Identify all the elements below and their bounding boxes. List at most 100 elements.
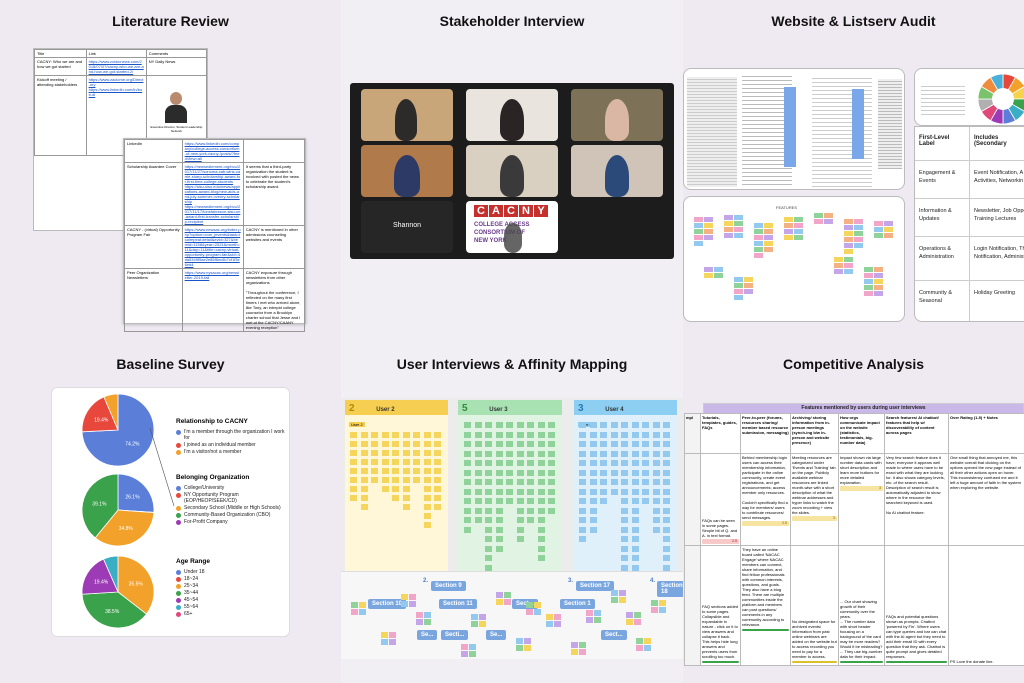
- sticky-note[interactable]: [663, 536, 670, 542]
- sticky-note[interactable]: [371, 477, 378, 483]
- sticky-note[interactable]: [734, 277, 743, 282]
- sticky-note[interactable]: [464, 526, 471, 533]
- sticky-note[interactable]: [589, 441, 597, 447]
- sticky-note[interactable]: [652, 450, 660, 457]
- sticky-note[interactable]: [663, 498, 670, 504]
- sticky-note[interactable]: [610, 488, 618, 495]
- sticky-note[interactable]: [621, 422, 628, 428]
- sticky-note[interactable]: [600, 460, 607, 466]
- sticky-note[interactable]: [600, 441, 607, 447]
- sticky-note[interactable]: [424, 619, 431, 625]
- sticky-note[interactable]: [402, 504, 410, 510]
- sticky-note[interactable]: [610, 450, 618, 457]
- sticky-note[interactable]: [495, 479, 503, 485]
- sticky-note[interactable]: [548, 460, 555, 466]
- sticky-note[interactable]: [516, 450, 524, 457]
- sticky-note[interactable]: [485, 450, 492, 457]
- sticky-note[interactable]: [600, 498, 607, 504]
- sticky-note[interactable]: [485, 488, 492, 495]
- sticky-note[interactable]: [754, 223, 763, 228]
- sticky-note[interactable]: [571, 642, 578, 648]
- sticky-note[interactable]: [527, 450, 534, 457]
- sticky-note[interactable]: [506, 431, 513, 438]
- sticky-note[interactable]: [423, 504, 431, 510]
- sticky-note[interactable]: [495, 517, 503, 523]
- sticky-note[interactable]: [844, 231, 853, 236]
- sticky-note[interactable]: [506, 460, 513, 466]
- sticky-note[interactable]: [350, 450, 357, 456]
- sticky-note[interactable]: [589, 431, 597, 438]
- sticky-note[interactable]: [371, 450, 378, 456]
- sticky-note[interactable]: [579, 441, 586, 447]
- sticky-note[interactable]: [495, 545, 503, 552]
- sticky-note[interactable]: [360, 477, 368, 483]
- sticky-note[interactable]: [381, 459, 389, 465]
- sticky-note[interactable]: [504, 592, 511, 598]
- row-link[interactable]: https://www.newsac.org/index.php?option=…: [181, 225, 244, 269]
- sticky-note[interactable]: [360, 432, 368, 438]
- sticky-note[interactable]: [764, 229, 773, 234]
- sticky-note[interactable]: [600, 488, 607, 495]
- sticky-note[interactable]: [642, 460, 649, 466]
- sticky-note[interactable]: [527, 431, 534, 438]
- sticky-note[interactable]: [704, 235, 713, 240]
- sticky-note[interactable]: [854, 231, 863, 236]
- sticky-note[interactable]: [579, 536, 586, 542]
- sticky-note[interactable]: [579, 526, 586, 533]
- sticky-note[interactable]: [864, 279, 873, 284]
- sticky-note[interactable]: [600, 422, 607, 428]
- sticky-note[interactable]: [754, 235, 763, 240]
- sticky-note[interactable]: [350, 477, 357, 483]
- sticky-note[interactable]: [814, 213, 823, 218]
- sticky-note[interactable]: [594, 610, 601, 616]
- sticky-note[interactable]: [537, 536, 545, 542]
- sticky-note[interactable]: [663, 545, 670, 552]
- sticky-note[interactable]: [794, 229, 803, 234]
- sticky-note[interactable]: [485, 469, 492, 476]
- sticky-note[interactable]: [423, 432, 431, 438]
- sticky-note[interactable]: [537, 422, 545, 428]
- sticky-note[interactable]: [652, 507, 660, 514]
- sticky-note[interactable]: [626, 619, 633, 625]
- sticky-note[interactable]: [589, 507, 597, 514]
- sticky-note[interactable]: [464, 498, 471, 504]
- sticky-note[interactable]: [854, 243, 863, 248]
- sticky-note[interactable]: [694, 229, 703, 234]
- sticky-note[interactable]: [495, 469, 503, 476]
- sticky-note[interactable]: [714, 273, 723, 278]
- sticky-note[interactable]: [461, 644, 468, 650]
- sticky-note[interactable]: [631, 431, 639, 438]
- sticky-note[interactable]: [423, 513, 431, 519]
- sticky-note[interactable]: [610, 479, 618, 485]
- sticky-note[interactable]: [610, 422, 618, 428]
- sticky-note[interactable]: [586, 617, 593, 623]
- section-chip[interactable]: Secti...: [441, 630, 469, 640]
- sticky-note[interactable]: [527, 422, 534, 428]
- sticky-note[interactable]: [350, 432, 357, 438]
- sticky-note[interactable]: [360, 504, 368, 510]
- sticky-note[interactable]: [516, 536, 524, 542]
- sticky-note[interactable]: [844, 249, 853, 254]
- sticky-note[interactable]: [734, 233, 743, 238]
- sticky-note[interactable]: [834, 269, 843, 274]
- sticky-note[interactable]: [464, 479, 471, 485]
- sticky-note[interactable]: [579, 517, 586, 523]
- sticky-note[interactable]: [874, 221, 883, 226]
- sticky-note[interactable]: [864, 291, 873, 296]
- sticky-note[interactable]: [485, 460, 492, 466]
- sticky-note[interactable]: [392, 432, 399, 438]
- sticky-note[interactable]: [381, 441, 389, 447]
- sticky-note[interactable]: [694, 241, 703, 246]
- sticky-note[interactable]: [381, 450, 389, 456]
- sticky-note[interactable]: [474, 507, 482, 514]
- sticky-note[interactable]: [474, 517, 482, 523]
- sticky-note[interactable]: [537, 498, 545, 504]
- sticky-note[interactable]: [537, 517, 545, 523]
- sticky-note[interactable]: [350, 486, 357, 492]
- sticky-note[interactable]: [621, 555, 628, 561]
- sticky-note[interactable]: [424, 612, 431, 618]
- sticky-note[interactable]: [764, 247, 773, 252]
- sticky-note[interactable]: [485, 431, 492, 438]
- sticky-note[interactable]: [434, 477, 441, 483]
- sticky-note[interactable]: [621, 517, 628, 523]
